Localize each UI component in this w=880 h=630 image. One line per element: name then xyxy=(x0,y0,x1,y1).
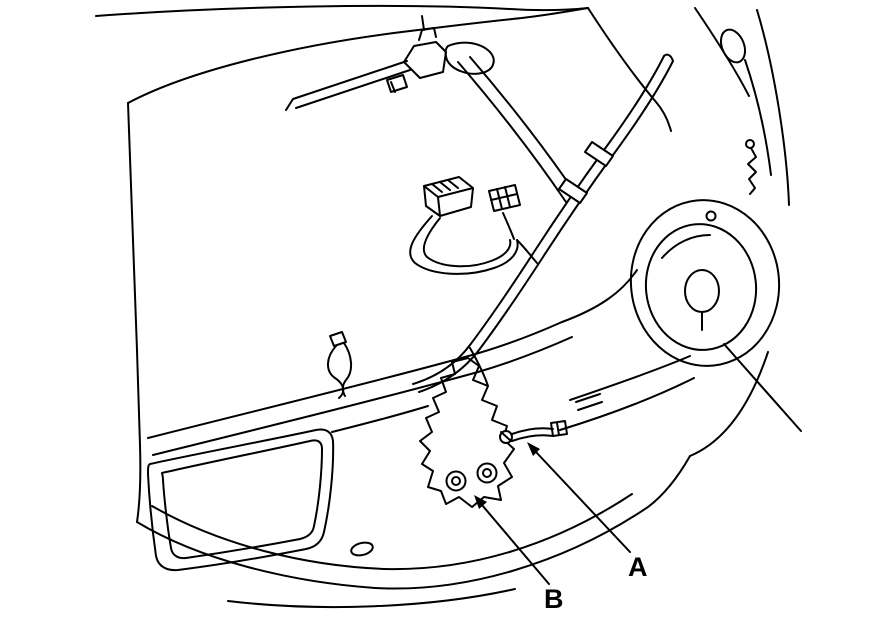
speaker-inner-rim xyxy=(644,223,758,351)
mounting-bolt-center xyxy=(482,468,492,478)
door-bottom-edge-inner xyxy=(151,493,633,571)
connector-wire-loop xyxy=(422,217,512,268)
fastener-head xyxy=(745,139,755,149)
lock-rod-assembly xyxy=(285,15,495,111)
contour-under-speaker xyxy=(569,355,691,401)
harness-line xyxy=(412,55,665,385)
connector-small-tail xyxy=(502,212,515,240)
door-panel-outline xyxy=(95,4,790,609)
speaker-cone-arc xyxy=(661,234,711,259)
connector-large-hatch xyxy=(431,179,459,193)
connector-large-body xyxy=(423,185,474,217)
mounting-bolt xyxy=(445,470,467,492)
clip-wire xyxy=(511,427,554,435)
door-right-edge-inner xyxy=(744,59,772,176)
frame-edge-line xyxy=(694,7,750,97)
harness-tape xyxy=(584,141,614,167)
callout-b-leader-line xyxy=(481,504,550,585)
bracket-connector xyxy=(386,74,408,93)
pocket-outer-edge xyxy=(147,428,335,572)
panel-hole xyxy=(350,541,374,557)
door-speaker xyxy=(629,199,802,432)
door-bottom-flange xyxy=(227,588,516,609)
actuator-outline xyxy=(419,357,515,508)
door-left-edge xyxy=(127,102,142,523)
clip-wire xyxy=(511,434,554,442)
bracket-tab xyxy=(418,27,437,41)
clip-mini-connector xyxy=(550,420,568,437)
harness-connectors xyxy=(409,176,538,275)
harness-tape xyxy=(558,178,588,204)
door-bottom-edge-outer xyxy=(136,455,691,590)
loop-to-harness-link xyxy=(516,239,538,264)
latch-actuator-assembly xyxy=(419,357,568,508)
speaker-outer-rim xyxy=(629,199,781,367)
window-frame-corner xyxy=(587,7,757,195)
mounting-bolt xyxy=(476,462,498,484)
lock-rod xyxy=(295,69,411,109)
connector-wire-loop xyxy=(409,215,519,275)
callout-label-b: B xyxy=(544,584,564,614)
contour-pocket-to-latch xyxy=(331,405,429,433)
door-sill-top-line xyxy=(95,4,589,17)
speaker-mount-hole xyxy=(705,210,717,222)
bracket-connector-detail xyxy=(390,81,396,93)
clip-mini-connector-detail xyxy=(556,422,560,436)
hatch-mark xyxy=(575,393,601,403)
handle-housing xyxy=(444,41,495,75)
harness-clip-tab xyxy=(329,331,347,347)
harness-end-cap xyxy=(663,53,674,62)
callout-a-arrowhead xyxy=(527,442,540,456)
contour-lower-right xyxy=(559,377,695,431)
callout-b-arrowhead xyxy=(474,495,487,509)
fastener-thread xyxy=(747,147,757,195)
speaker-center-cap xyxy=(684,269,720,313)
callouts: A B xyxy=(474,442,648,614)
lock-rod xyxy=(292,60,408,100)
armrest-contour-lower xyxy=(152,336,573,456)
door-right-edge-lower xyxy=(689,351,769,457)
harness-clip-hook xyxy=(341,342,352,397)
callout-label-a: A xyxy=(628,552,648,582)
frame-hole xyxy=(719,28,747,64)
speaker-leader-line xyxy=(723,343,802,432)
harness-line xyxy=(418,60,674,393)
door-map-pocket xyxy=(147,428,374,572)
clip-detail xyxy=(500,431,512,442)
handle-bracket xyxy=(403,41,447,79)
mounting-bolt-center xyxy=(451,476,461,486)
contour-to-speaker xyxy=(561,269,638,323)
callout-a-leader-line xyxy=(535,451,631,553)
hatch-mark xyxy=(577,401,603,411)
bracket-stem xyxy=(421,15,425,31)
connector-small-grid xyxy=(490,186,518,210)
door-seam-diagonal xyxy=(457,61,567,203)
rod-end-hook xyxy=(285,98,294,111)
door-contours xyxy=(147,56,695,456)
door-right-edge-upper xyxy=(756,9,790,206)
door-sill-bottom-line xyxy=(127,7,589,104)
armrest-contour-upper xyxy=(147,321,563,439)
harness-branch-to-latch xyxy=(469,347,489,387)
pocket-inner-edge xyxy=(161,439,323,560)
door-seam-diagonal xyxy=(469,56,579,198)
